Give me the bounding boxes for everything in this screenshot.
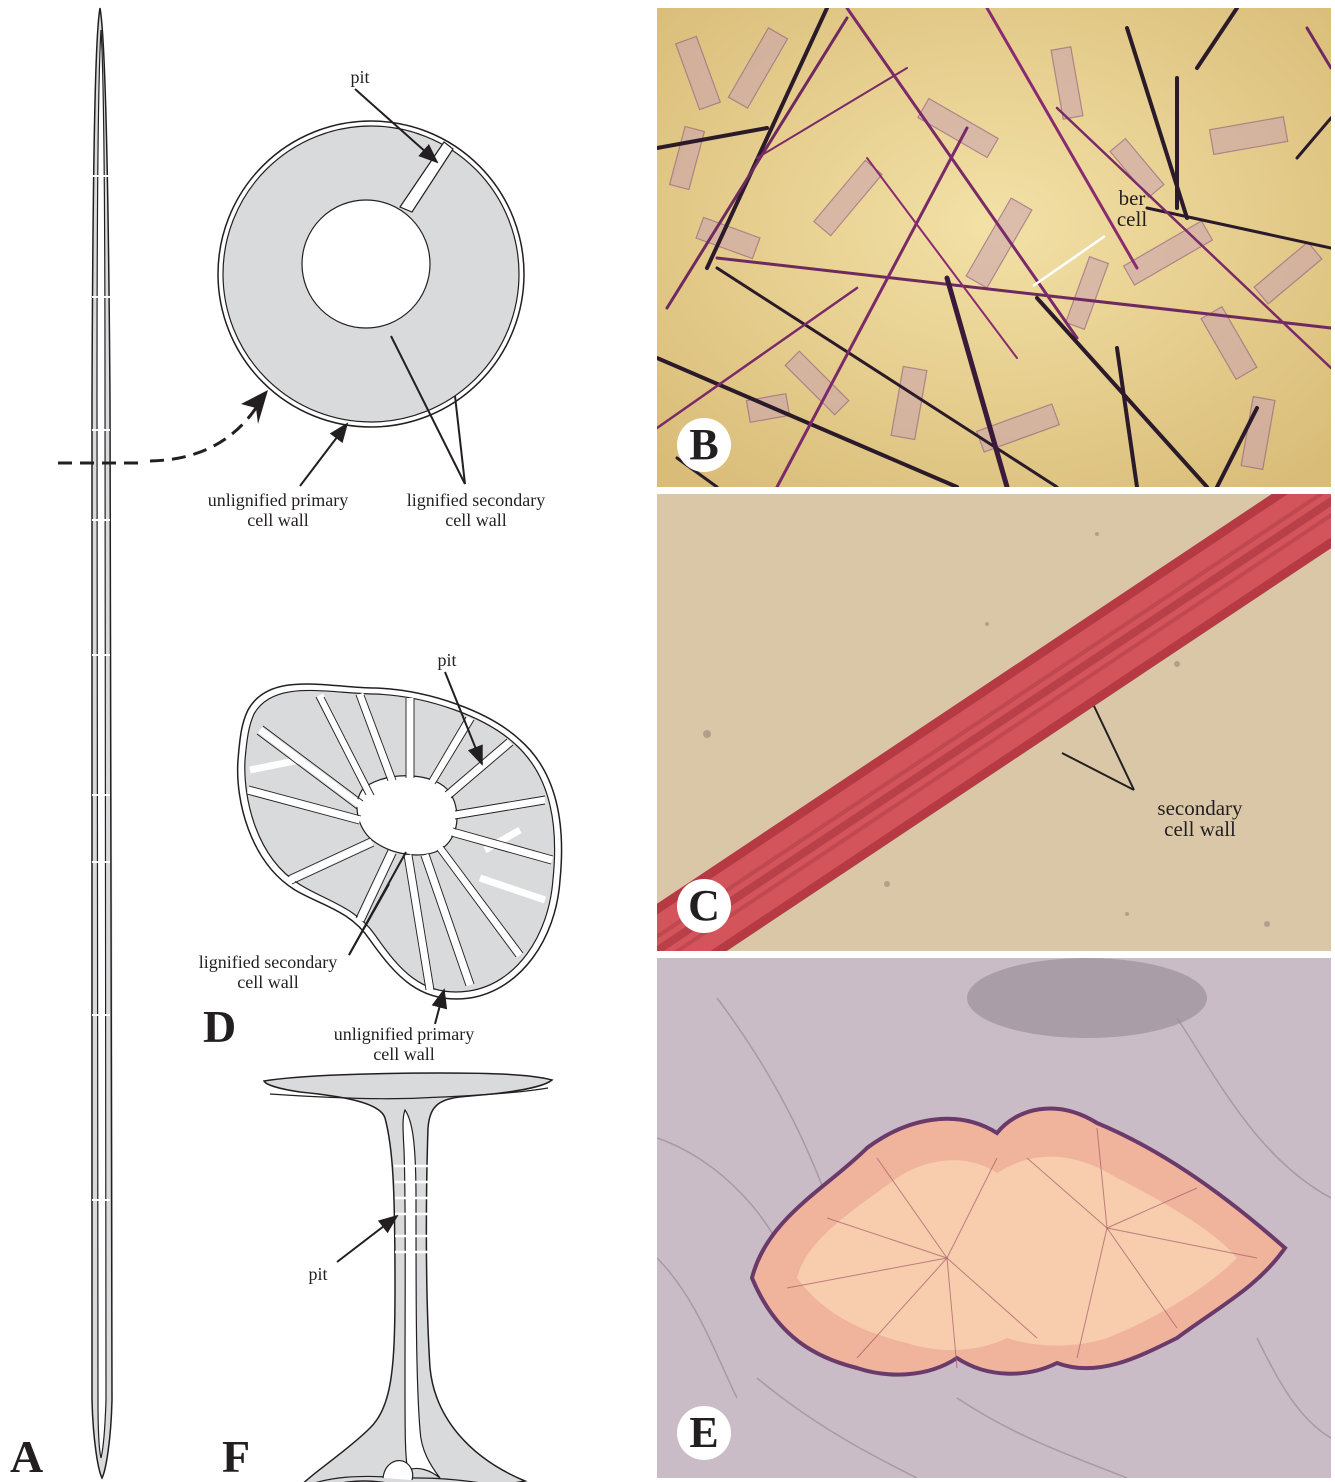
circle-lignified-line2: cell wall xyxy=(390,510,562,530)
panel-letter-e: E xyxy=(677,1406,731,1460)
crystal-micrograph-e xyxy=(657,958,1331,1478)
ber-cell-line2: cell xyxy=(1097,209,1167,230)
photo-panel-b: ber cell B xyxy=(657,8,1331,487)
d-unlignified-line1: unlignified primary xyxy=(316,1024,492,1044)
fiber-micrograph-b xyxy=(657,8,1331,487)
panel-letter-d: D xyxy=(203,1004,236,1050)
circle-lignified-label: lignified secondary cell wall xyxy=(390,490,562,530)
d-pit-label: pit xyxy=(432,650,462,670)
d-unlignified-label: unlignified primary cell wall xyxy=(316,1024,492,1064)
photo-panel-e: E xyxy=(657,958,1331,1478)
circle-pit-label: pit xyxy=(345,67,375,87)
panel-letter-c: C xyxy=(677,879,731,933)
secondary-wall-line2: cell wall xyxy=(1135,819,1265,840)
secondary-wall-label: secondary cell wall xyxy=(1135,798,1265,840)
panel-letter-b: B xyxy=(677,418,731,472)
photo-panel-c: secondary cell wall C xyxy=(657,494,1331,951)
ber-cell-label: ber cell xyxy=(1097,188,1167,230)
dashed-arrow-head xyxy=(241,390,268,424)
ber-cell-line1: ber xyxy=(1097,188,1167,209)
fiber-cell-long xyxy=(91,8,113,1478)
secondary-wall-line1: secondary xyxy=(1135,798,1265,819)
circular-cross-section xyxy=(218,89,524,486)
d-unlignified-line2: cell wall xyxy=(316,1044,492,1064)
circle-unlignified-label: unlignified primary cell wall xyxy=(190,490,366,530)
panel-letter-f: F xyxy=(222,1434,250,1480)
panel-letter-a: A xyxy=(10,1434,43,1480)
fiber-micrograph-c xyxy=(657,494,1331,951)
circle-unlignified-line2: cell wall xyxy=(190,510,366,530)
circle-unlignified-line1: unlignified primary xyxy=(190,490,366,510)
d-lignified-line2: cell wall xyxy=(180,972,356,992)
d-lignified-line1: lignified secondary xyxy=(180,952,356,972)
f-pit-label: pit xyxy=(303,1264,333,1284)
d-lignified-label: lignified secondary cell wall xyxy=(180,952,356,992)
dashed-arrow xyxy=(150,405,258,461)
circle-lignified-line1: lignified secondary xyxy=(390,490,562,510)
